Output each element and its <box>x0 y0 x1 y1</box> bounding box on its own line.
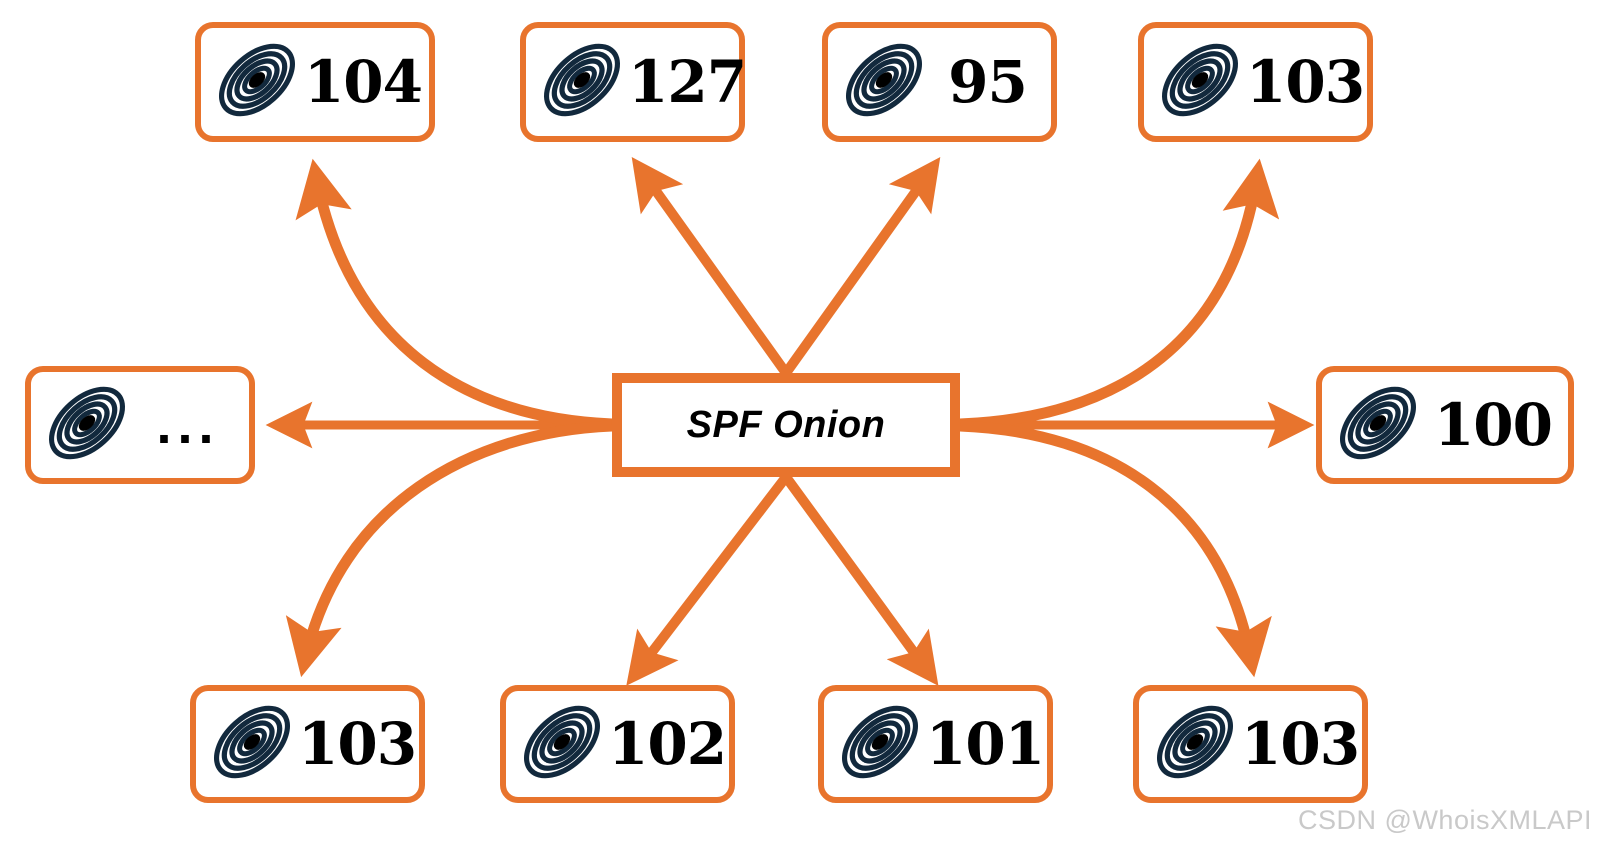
onion-icon <box>834 694 926 795</box>
node-value: 102 <box>608 710 727 778</box>
edge-center-to-top-3 <box>781 156 941 376</box>
onion-icon <box>516 694 608 795</box>
edge-center-to-bottom-left <box>285 420 613 678</box>
edge-center-to-bottom-2 <box>626 473 790 686</box>
node-value: ... <box>156 395 220 455</box>
node-top-left[interactable]: 104 <box>195 22 435 142</box>
node-value: 127 <box>628 48 747 116</box>
onion-icon <box>1154 32 1246 133</box>
node-middle-right[interactable]: 100 <box>1316 366 1574 484</box>
onion-icon <box>838 32 930 133</box>
node-top-right[interactable]: 103 <box>1138 22 1373 142</box>
onion-icon <box>1332 375 1424 476</box>
node-bottom-right[interactable]: 103 <box>1133 685 1368 803</box>
edge-center-to-bottom-3 <box>781 474 939 686</box>
watermark-text: CSDN @WhoisXMLAPI <box>1298 805 1592 835</box>
onion-icon <box>206 694 298 795</box>
onion-icon <box>211 32 303 133</box>
node-bottom-left[interactable]: 103 <box>190 685 425 803</box>
node-value: 103 <box>1241 710 1360 778</box>
node-value: 104 <box>303 48 423 116</box>
edge-center-to-top-right <box>959 158 1280 430</box>
edge-center-to-top-2 <box>631 156 791 376</box>
edge-center-to-top-left <box>295 158 613 430</box>
node-value: 95 <box>948 48 1028 116</box>
spf-onion-center-node[interactable]: SPF Onion <box>612 373 960 477</box>
center-node-label: SPF Onion <box>686 403 886 446</box>
onion-icon <box>536 32 628 133</box>
node-value: 100 <box>1433 391 1553 459</box>
node-middle-left[interactable]: ... <box>25 366 255 484</box>
node-value: 103 <box>298 710 417 778</box>
onion-icon <box>1149 694 1241 795</box>
node-bottom-center-left[interactable]: 102 <box>500 685 735 803</box>
node-top-center-left[interactable]: 127 <box>520 22 747 142</box>
node-value: 103 <box>1246 48 1365 116</box>
onion-icon <box>41 375 133 476</box>
node-bottom-center-right[interactable]: 101 <box>818 685 1053 803</box>
node-top-center-right[interactable]: 95 <box>822 22 1057 142</box>
node-value: 101 <box>926 710 1045 778</box>
edge-center-to-bottom-right <box>959 420 1272 678</box>
